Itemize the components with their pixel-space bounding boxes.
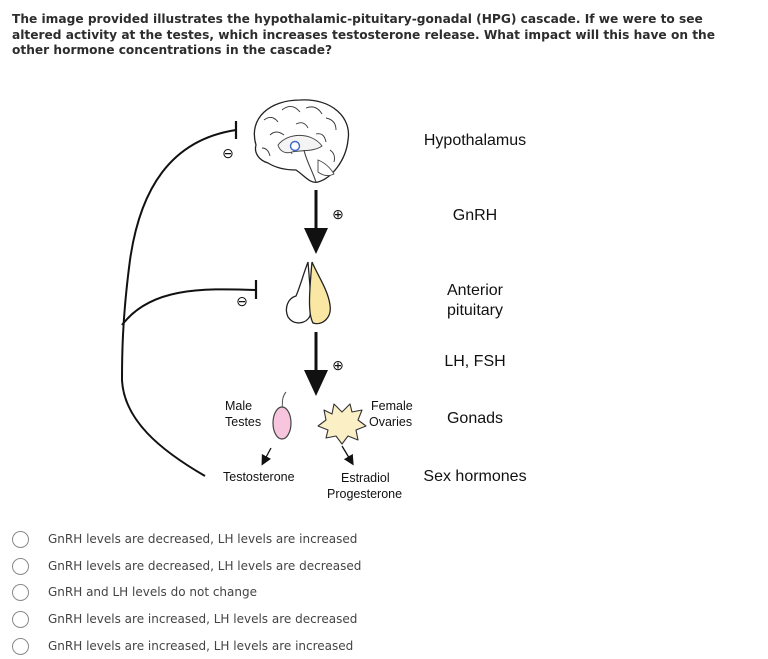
hpg-cascade-diagram: ⊕ ⊕ ⊖ ⊖ Male Testes Female Ovaries Testo… [120,99,527,501]
radio-button[interactable] [12,530,29,548]
ovaries-label: Ovaries [369,415,412,429]
hypothalamus-label: Hypothalamus [424,132,526,149]
male-label: Male [225,399,252,413]
radio-button[interactable] [12,610,29,628]
answer-option-label: GnRH levels are increased, LH levels are… [48,612,358,626]
estradiol-label: Estradiol [341,471,390,485]
lh-fsh-label: LH, FSH [444,353,505,370]
testes-label: Testes [225,415,261,429]
answer-option[interactable]: GnRH levels are decreased, LH levels are… [12,554,361,578]
answer-option-label: GnRH levels are increased, LH levels are… [48,639,354,653]
answer-option-label: GnRH and LH levels do not change [48,585,257,599]
negative-feedback-loop-hypothalamus [120,121,238,477]
answer-option-label: GnRH levels are decreased, LH levels are… [48,559,362,573]
radio-button[interactable] [12,583,29,601]
minus-sign-1: ⊖ [222,145,234,161]
radio-button[interactable] [12,637,29,655]
ovary-illustration [317,403,367,445]
testosterone-label: Testosterone [223,470,295,484]
female-label: Female [371,399,413,413]
answer-option[interactable]: GnRH and LH levels do not change [12,580,257,604]
answer-option[interactable]: GnRH levels are increased, LH levels are… [12,634,353,658]
pituitary-illustration [285,261,331,325]
stimulatory-arrow-1 [304,190,328,254]
estradiol-arrow [341,445,354,466]
plus-sign-2: ⊕ [332,357,344,373]
testosterone-arrow [261,447,272,466]
gonads-label: Gonads [447,410,503,427]
anterior-label: Anterior [447,282,504,299]
pituitary-label: pituitary [447,302,503,319]
sex-hormones-label: Sex hormones [423,468,526,485]
question-text: The image provided illustrates the hypot… [12,12,716,57]
brain-illustration [253,99,350,183]
plus-sign-1: ⊕ [332,206,344,222]
minus-sign-2: ⊖ [236,293,248,309]
progesterone-label: Progesterone [327,487,402,501]
stimulatory-arrow-2 [304,332,328,396]
radio-button[interactable] [12,557,29,575]
negative-feedback-loop-pituitary [121,280,258,326]
testis-illustration [272,391,292,440]
answer-option[interactable]: GnRH levels are increased, LH levels are… [12,607,357,631]
gnrh-label: GnRH [453,207,497,224]
answer-option[interactable]: GnRH levels are decreased, LH levels are… [12,527,357,551]
answer-option-label: GnRH levels are decreased, LH levels are… [48,532,358,546]
